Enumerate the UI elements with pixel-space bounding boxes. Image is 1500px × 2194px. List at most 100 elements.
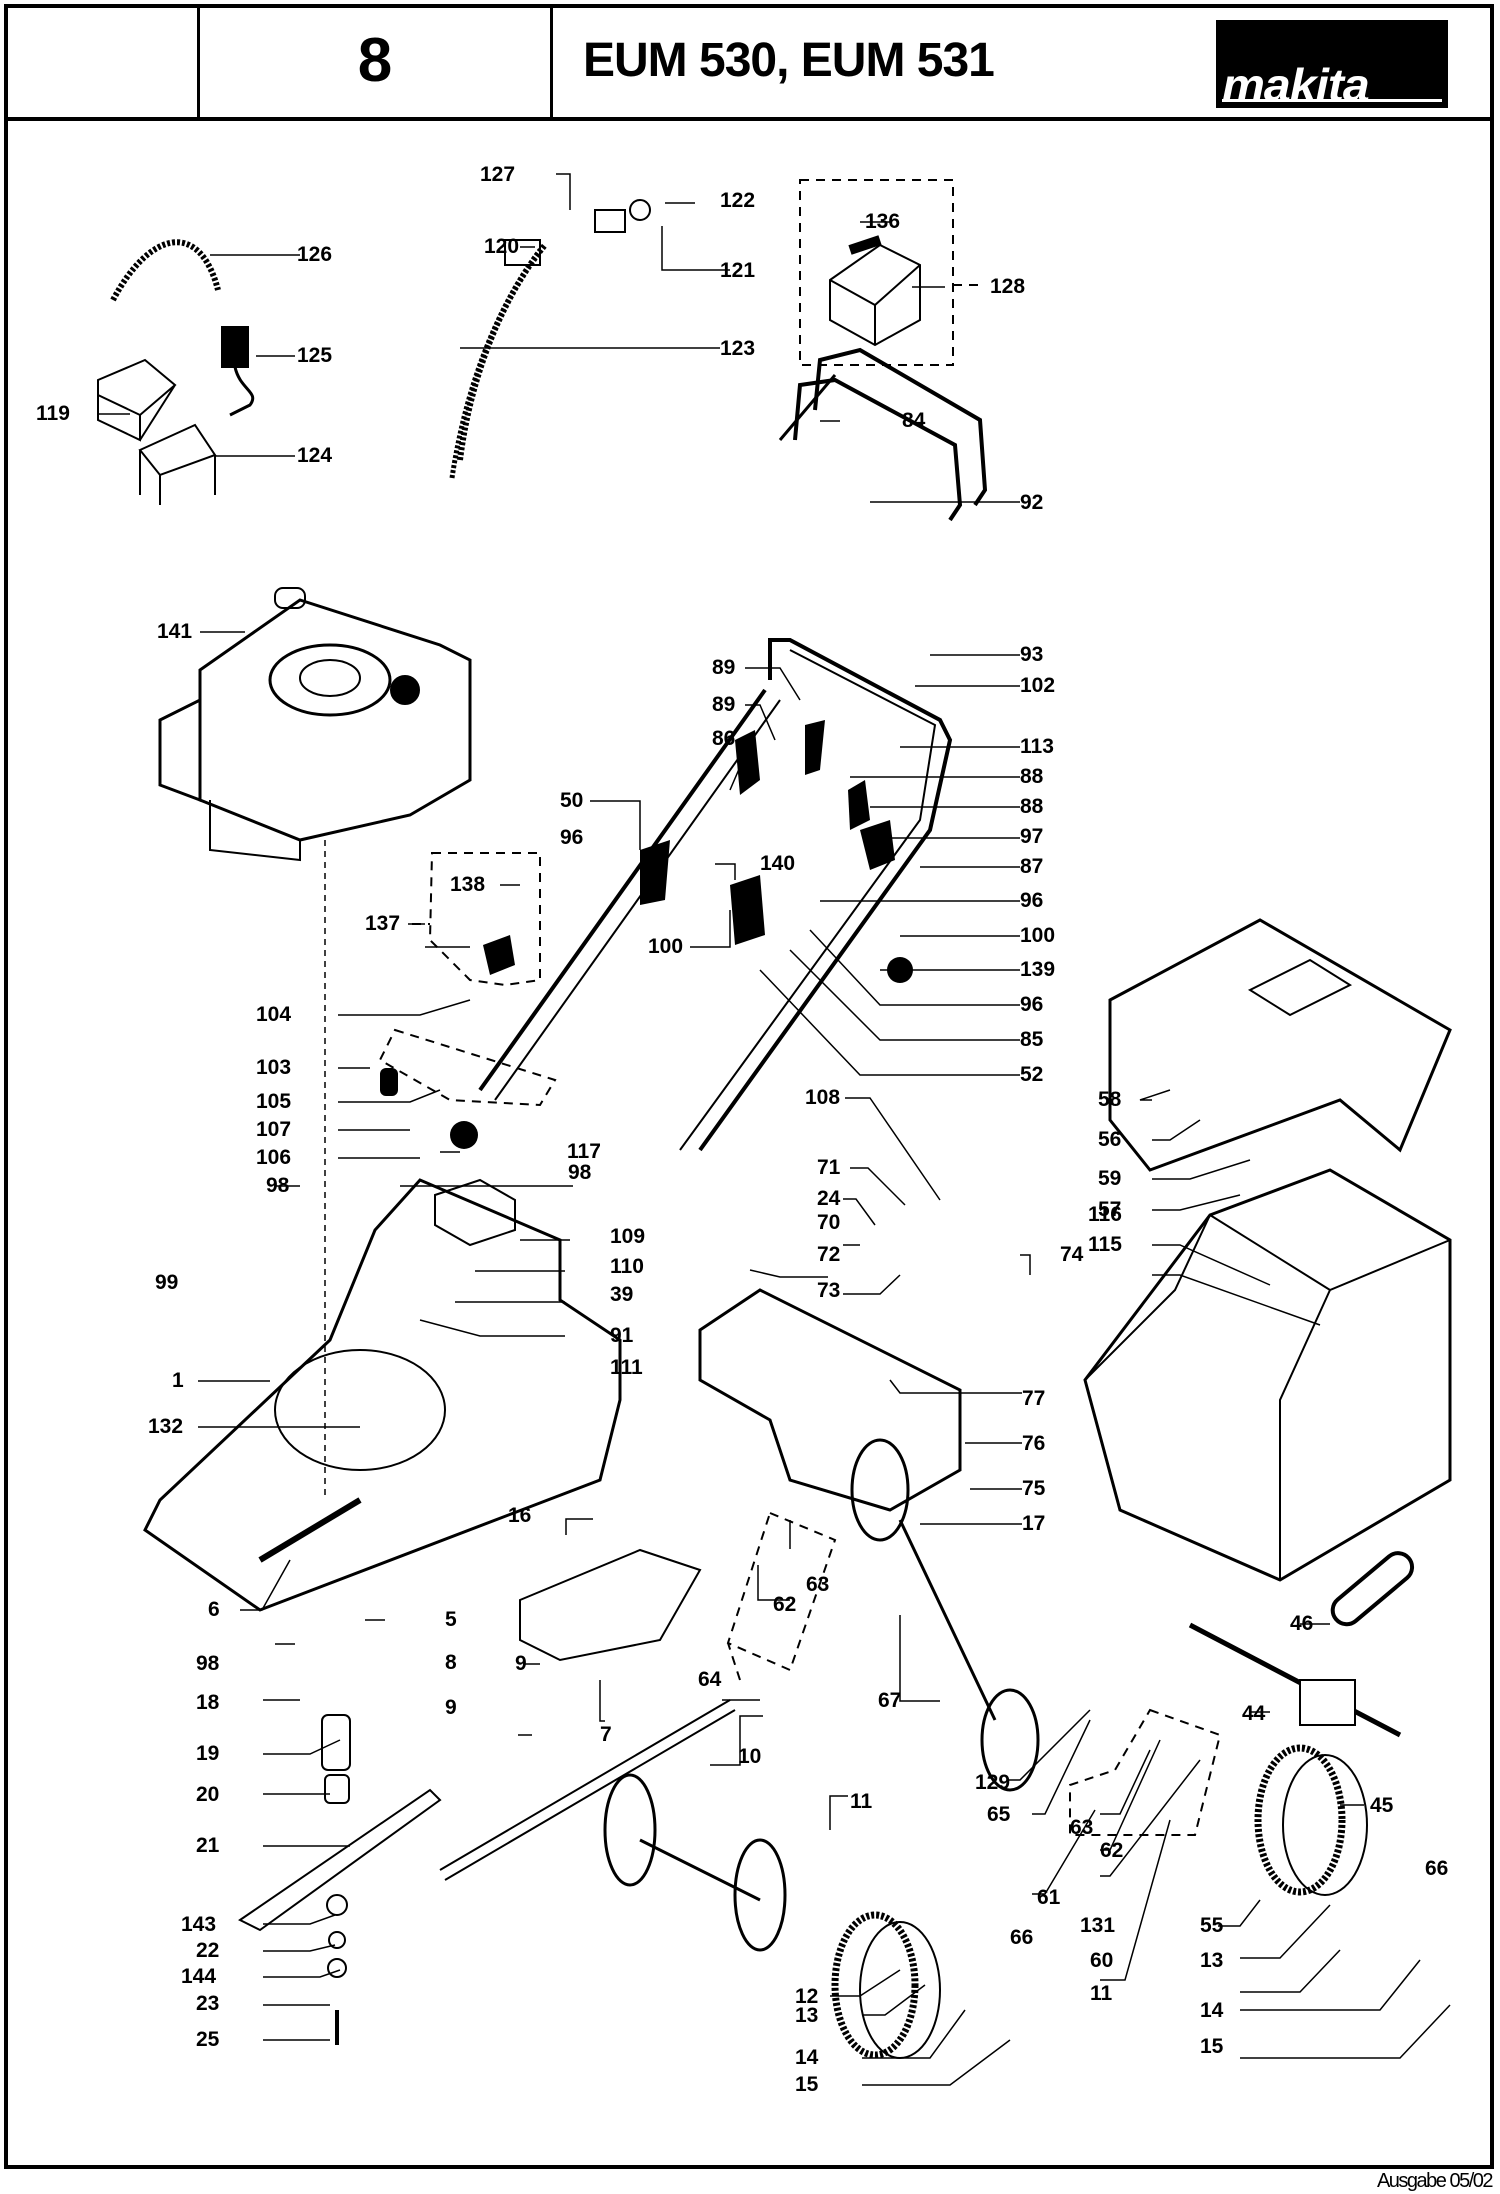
callout-23: 23 xyxy=(196,1992,220,2015)
callout-97: 97 xyxy=(1020,825,1044,848)
callout-143: 143 xyxy=(181,1913,217,1936)
callout-57: 57 xyxy=(1098,1198,1122,1221)
callout-44: 44 xyxy=(1242,1702,1266,1725)
callout-84: 84 xyxy=(902,409,926,432)
callout-63: 63 xyxy=(1070,1816,1094,1839)
callout-120: 120 xyxy=(484,235,520,258)
callout-18: 18 xyxy=(196,1691,220,1714)
callout-98: 98 xyxy=(196,1652,220,1675)
callout-129: 129 xyxy=(975,1771,1011,1794)
callout-7: 7 xyxy=(600,1723,612,1746)
callout-100: 100 xyxy=(1020,924,1056,947)
callout-137: 137 xyxy=(365,912,401,935)
callout-70: 70 xyxy=(817,1211,841,1234)
callout-6: 6 xyxy=(208,1598,220,1621)
callout-5: 5 xyxy=(445,1608,457,1631)
callout-108: 108 xyxy=(805,1086,841,1109)
callout-106: 106 xyxy=(256,1146,292,1169)
callout-122: 122 xyxy=(720,189,756,212)
callout-50: 50 xyxy=(560,789,584,812)
leader-lines xyxy=(99,173,1451,2086)
callout-115: 115 xyxy=(1088,1233,1122,1256)
callout-52: 52 xyxy=(1020,1063,1044,1086)
callout-117: 117 xyxy=(567,1140,601,1163)
callout-58: 58 xyxy=(1098,1088,1122,1111)
callout-77: 77 xyxy=(1022,1387,1046,1410)
callout-100: 100 xyxy=(648,935,684,958)
callout-46: 46 xyxy=(1290,1612,1314,1635)
callout-96: 96 xyxy=(1020,889,1044,912)
callout-105: 105 xyxy=(256,1090,292,1113)
callout-88: 88 xyxy=(1020,765,1044,788)
callout-136: 136 xyxy=(865,210,901,233)
callout-98: 98 xyxy=(266,1174,290,1197)
callout-87: 87 xyxy=(1020,855,1044,878)
callout-93: 93 xyxy=(1020,643,1044,666)
page-frame xyxy=(4,4,1494,2169)
callout-39: 39 xyxy=(610,1283,634,1306)
callout-96: 96 xyxy=(560,826,584,849)
callout-73: 73 xyxy=(817,1279,841,1302)
callout-15: 15 xyxy=(795,2073,819,2096)
callout-113: 113 xyxy=(1020,735,1054,758)
callout-92: 92 xyxy=(1020,491,1044,514)
makita-logo: makita xyxy=(1216,20,1448,111)
callout-62: 62 xyxy=(773,1593,797,1616)
callout-45: 45 xyxy=(1370,1794,1394,1817)
callout-71: 71 xyxy=(817,1156,841,1179)
callout-65: 65 xyxy=(987,1803,1011,1826)
callout-20: 20 xyxy=(196,1783,220,1806)
callout-102: 102 xyxy=(1020,674,1056,697)
callout-10: 10 xyxy=(738,1745,762,1768)
callout-109: 109 xyxy=(610,1225,646,1248)
edition-note: Ausgabe 05/02 xyxy=(1376,2170,1494,2192)
callout-24: 24 xyxy=(817,1187,841,1210)
callout-86: 86 xyxy=(712,727,736,750)
callout-107: 107 xyxy=(256,1118,292,1141)
callout-55: 55 xyxy=(1200,1914,1224,1937)
callout-125: 125 xyxy=(297,344,333,367)
callout-144: 144 xyxy=(181,1965,217,1988)
callout-111: 111 xyxy=(610,1356,643,1379)
callout-56: 56 xyxy=(1098,1128,1122,1151)
callout-116: 116 xyxy=(1088,1203,1122,1226)
callout-62: 62 xyxy=(1100,1839,1124,1862)
callout-128: 128 xyxy=(990,275,1026,298)
callout-11: 11 xyxy=(850,1790,873,1813)
callout-14: 14 xyxy=(795,2046,819,2069)
callout-61: 61 xyxy=(1037,1886,1061,1909)
callout-66: 66 xyxy=(1425,1857,1449,1880)
callout-99: 99 xyxy=(155,1271,179,1294)
callout-123: 123 xyxy=(720,337,756,360)
callout-126: 126 xyxy=(297,243,333,266)
callout-124: 124 xyxy=(297,444,333,467)
callout-110: 110 xyxy=(610,1255,644,1278)
callout-17: 17 xyxy=(1022,1512,1046,1535)
callout-131: 131 xyxy=(1080,1914,1116,1937)
callout-121: 121 xyxy=(720,259,756,282)
callout-13: 13 xyxy=(795,2004,819,2027)
callout-74: 74 xyxy=(1060,1243,1084,1266)
callout-16: 16 xyxy=(508,1504,532,1527)
callout-89: 89 xyxy=(712,693,736,716)
callout-11: 11 xyxy=(1090,1982,1113,2005)
callout-104: 104 xyxy=(256,1003,292,1026)
callout-14: 14 xyxy=(1200,1999,1224,2022)
callout-67: 67 xyxy=(878,1689,902,1712)
callout-9: 9 xyxy=(515,1652,527,1675)
title-block: 8 EUM 530, EUM 531 makita xyxy=(4,4,1494,121)
callout-19: 19 xyxy=(196,1742,220,1765)
callout-76: 76 xyxy=(1022,1432,1046,1455)
callout-103: 103 xyxy=(256,1056,292,1079)
callout-22: 22 xyxy=(196,1939,220,1962)
callout-85: 85 xyxy=(1020,1028,1044,1051)
callout-96: 96 xyxy=(1020,993,1044,1016)
callout-21: 21 xyxy=(196,1834,220,1857)
callout-25: 25 xyxy=(196,2028,220,2051)
callout-13: 13 xyxy=(1200,1949,1224,1972)
callout-63: 63 xyxy=(806,1573,830,1596)
callout-59: 59 xyxy=(1098,1167,1122,1190)
brand-logo-text: makita xyxy=(1222,59,1370,111)
callout-8: 8 xyxy=(445,1651,457,1674)
